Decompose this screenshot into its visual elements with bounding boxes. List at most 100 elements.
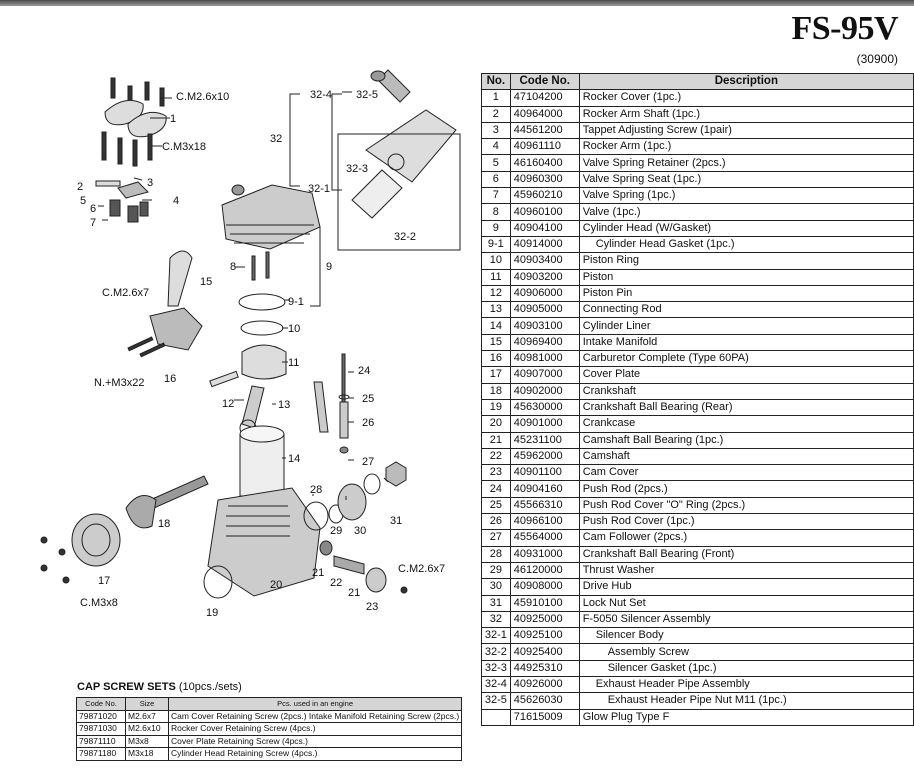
cap-header-code: Code No. bbox=[76, 697, 126, 711]
part-no: 5 bbox=[481, 154, 511, 172]
label-19: 19 bbox=[206, 607, 218, 619]
part-code: 45630000 bbox=[509, 398, 580, 417]
part-code: 45910100 bbox=[509, 594, 580, 612]
label-32: 32 bbox=[270, 133, 282, 145]
part-no: 9-1 bbox=[481, 235, 511, 254]
part-description: Push Rod (2pcs.) bbox=[578, 480, 914, 498]
part-no: 6 bbox=[481, 170, 511, 189]
part-no: 9 bbox=[481, 219, 511, 237]
part-description: Rocker Arm (1pc.) bbox=[578, 138, 914, 156]
label-22: 22 bbox=[330, 577, 342, 589]
part-no bbox=[481, 708, 511, 726]
part-description: Cover Plate bbox=[578, 366, 914, 384]
cap-use: Cover Plate Retaining Screw (4pcs.) bbox=[167, 734, 463, 748]
part-code: 45566310 bbox=[509, 496, 580, 515]
label-29: 29 bbox=[330, 525, 342, 537]
part-code: 40903200 bbox=[509, 268, 580, 286]
cap-screw-header: Code No. Size Pcs. used in an engine bbox=[76, 697, 463, 711]
part-code: 40902000 bbox=[509, 382, 580, 400]
part-no: 10 bbox=[481, 252, 511, 270]
part-code: 45960210 bbox=[509, 187, 580, 205]
part-description: Push Rod Cover (1pc.) bbox=[578, 513, 914, 531]
label-18: 18 bbox=[158, 518, 170, 530]
part-code: 40981000 bbox=[509, 350, 580, 368]
label-5: 5 bbox=[80, 195, 86, 207]
part-code: 40904160 bbox=[509, 480, 580, 498]
label-26: 26 bbox=[362, 417, 374, 429]
label-9: 9 bbox=[326, 261, 332, 273]
cap-size: M3x8 bbox=[125, 734, 169, 748]
part-description: Valve (1pc.) bbox=[578, 203, 914, 221]
part-no: 23 bbox=[481, 464, 511, 482]
part-no: 19 bbox=[481, 398, 511, 417]
part-description: Connecting Rod bbox=[578, 301, 914, 319]
engine-code: (30900) bbox=[856, 52, 898, 66]
part-no: 1 bbox=[481, 89, 511, 107]
label-32-1: 32-1 bbox=[308, 183, 330, 195]
part-code: 45231100 bbox=[509, 431, 580, 449]
cap-size: M2.6x10 bbox=[125, 722, 169, 736]
header-code: Code No. bbox=[509, 72, 580, 91]
cap-header-use: Pcs. used in an engine bbox=[167, 697, 463, 711]
cap-use: Cam Cover Retaining Screw (2pcs.) Intake… bbox=[167, 709, 463, 723]
part-description: Exhaust Header Pipe Nut M11 (1pc.) bbox=[578, 692, 914, 710]
part-description: Camshaft bbox=[578, 447, 914, 466]
label-25: 25 bbox=[362, 393, 374, 405]
part-code: 45962000 bbox=[509, 447, 580, 466]
label-13: 13 bbox=[278, 399, 290, 411]
header-no: No. bbox=[481, 72, 511, 91]
part-no: 30 bbox=[481, 578, 511, 596]
part-description: Thrust Washer bbox=[578, 561, 914, 580]
part-no: 3 bbox=[481, 121, 511, 140]
part-no: 16 bbox=[481, 350, 511, 368]
part-description: Glow Plug Type F bbox=[578, 708, 914, 726]
part-no: 2 bbox=[481, 105, 511, 123]
part-description: Valve Spring Seat (1pc.) bbox=[578, 170, 914, 189]
label-cm3x18: C.M3x18 bbox=[162, 141, 206, 153]
cap-use: Cylinder Head Retaining Screw (4pcs.) bbox=[167, 747, 463, 761]
engine-model-title: FS-95V bbox=[791, 10, 898, 47]
part-no: 15 bbox=[481, 333, 511, 352]
part-code: 40903100 bbox=[509, 317, 580, 335]
label-1: 1 bbox=[170, 113, 176, 125]
part-no: 8 bbox=[481, 203, 511, 221]
part-no: 20 bbox=[481, 415, 511, 433]
part-code: 46120000 bbox=[509, 561, 580, 580]
part-no: 7 bbox=[481, 187, 511, 205]
exploded-view-diagram: C.M2.6x10 1 C.M3x18 2 3 4 5 6 7 8 9 9-1 … bbox=[40, 69, 461, 619]
part-no: 14 bbox=[481, 317, 511, 335]
part-code: 40907000 bbox=[509, 366, 580, 384]
label-nm3x22: N.+M3x22 bbox=[94, 377, 144, 389]
part-description: Intake Manifold bbox=[578, 333, 914, 352]
part-description: F-5050 Silencer Assembly bbox=[578, 610, 914, 629]
label-21-b: 21 bbox=[348, 587, 360, 599]
label-24: 24 bbox=[358, 365, 370, 377]
parts-table-header: No. Code No. Description bbox=[481, 72, 914, 91]
label-3: 3 bbox=[147, 177, 153, 189]
label-4: 4 bbox=[173, 195, 179, 207]
label-11: 11 bbox=[288, 357, 299, 369]
label-32-2: 32-2 bbox=[394, 231, 416, 243]
